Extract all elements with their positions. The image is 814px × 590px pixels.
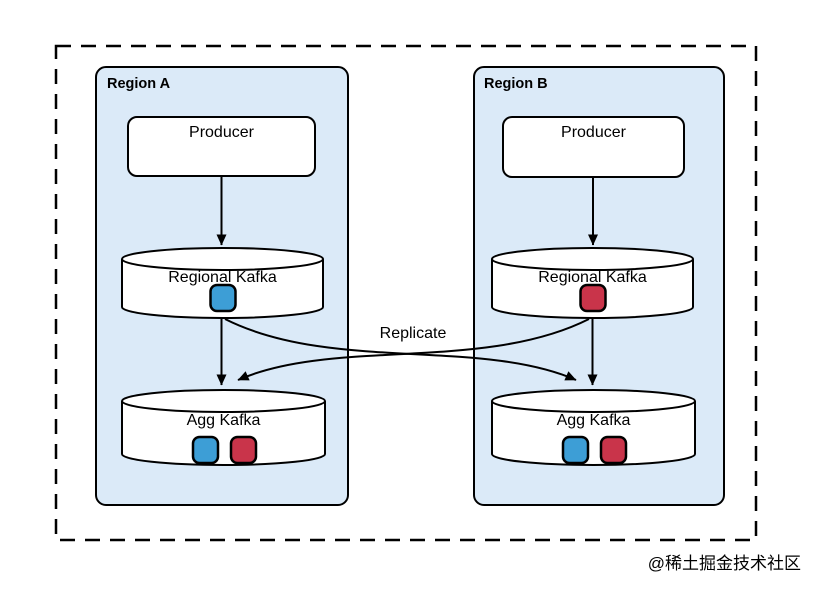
red-topic-icon: [579, 283, 607, 313]
producer-label: Producer: [561, 124, 627, 141]
region-a-label: Region A: [107, 76, 171, 92]
region-a-regional-kafka-node: Regional Kafka: [121, 247, 324, 319]
region-a-agg-kafka-node: Agg Kafka: [121, 389, 326, 466]
blue-topic-icon: [209, 283, 237, 313]
outer-dashed-border: [54, 44, 758, 542]
region-b-regional-kafka-node: Regional Kafka: [491, 247, 694, 319]
replicate-label: Replicate: [380, 325, 447, 342]
cylinder-body: [121, 389, 326, 466]
region-b: Region B Producer Regional Kafka Agg Kaf…: [473, 66, 725, 506]
regional-kafka-label: Regional Kafka: [538, 269, 647, 286]
producer-label: Producer: [189, 124, 255, 141]
cylinder-body: [491, 247, 694, 319]
region-a: Region A Producer Regional Kafka Agg Kaf…: [95, 66, 349, 506]
agg-kafka-label: Agg Kafka: [187, 412, 261, 429]
cylinder-body: [121, 247, 324, 319]
cylinder-top-rim: [121, 400, 326, 413]
region-b-producer-node: Producer: [502, 116, 685, 178]
region-b-label: Region B: [484, 76, 548, 92]
blue-topic-icon: [191, 435, 220, 465]
watermark: @稀土掘金技术社区: [648, 554, 801, 573]
region-a-producer-node: Producer: [127, 116, 316, 177]
red-topic-icon: [229, 435, 258, 465]
region-b-agg-kafka-node: Agg Kafka: [491, 389, 696, 466]
cylinder-top-rim: [491, 400, 696, 413]
red-topic-icon: [599, 435, 628, 465]
agg-kafka-label: Agg Kafka: [557, 412, 631, 429]
blue-topic-icon: [561, 435, 590, 465]
cylinder-top-rim: [121, 258, 324, 271]
cylinder-top-rim: [491, 258, 694, 271]
regional-kafka-label: Regional Kafka: [168, 269, 277, 286]
cylinder-body: [491, 389, 696, 466]
replicate-arrow-b-to-a: [237, 318, 590, 381]
